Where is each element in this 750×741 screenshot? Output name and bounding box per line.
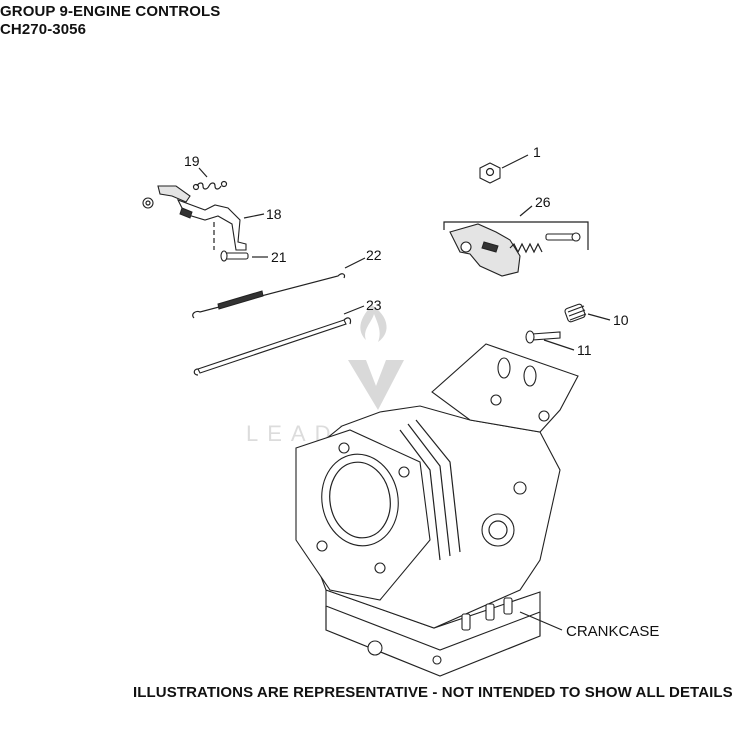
leader-1 (501, 154, 529, 169)
leader-22 (344, 257, 366, 269)
leader-23 (343, 305, 365, 315)
callout-19: 19 (184, 153, 200, 169)
model-number: CH270-3056 (0, 21, 87, 38)
part-21-pin[interactable] (220, 250, 249, 262)
leader-10 (587, 313, 611, 321)
callout-18: 18 (266, 206, 282, 222)
callout-26: 26 (535, 194, 551, 210)
part-1-nut[interactable] (479, 162, 501, 184)
part-26-throttle-control[interactable] (443, 221, 589, 277)
group-title: GROUP 9-ENGINE CONTROLS (0, 3, 221, 20)
leader-crankcase (519, 611, 563, 631)
callout-1: 1 (533, 144, 541, 160)
disclaimer-footer: ILLUSTRATIONS ARE REPRESENTATIVE - NOT I… (133, 684, 733, 701)
leader-26 (519, 205, 533, 217)
callout-23: 23 (366, 297, 382, 313)
leader-19 (198, 167, 208, 178)
leader-11 (543, 339, 575, 351)
part-23-link-rod[interactable] (193, 317, 352, 376)
part-11-bolt[interactable] (525, 330, 561, 344)
callout-crankcase: CRANKCASE (566, 623, 659, 640)
leader-18 (243, 213, 265, 219)
part-19-spring[interactable] (192, 180, 228, 191)
part-10-spring[interactable] (564, 303, 587, 323)
callout-10: 10 (613, 312, 629, 328)
part-18-governor-lever[interactable] (142, 185, 247, 251)
crankcase[interactable] (295, 343, 579, 677)
callout-22: 22 (366, 247, 382, 263)
callout-21: 21 (271, 249, 287, 265)
callout-11: 11 (577, 342, 592, 358)
part-22-spring-rod[interactable] (192, 273, 346, 319)
